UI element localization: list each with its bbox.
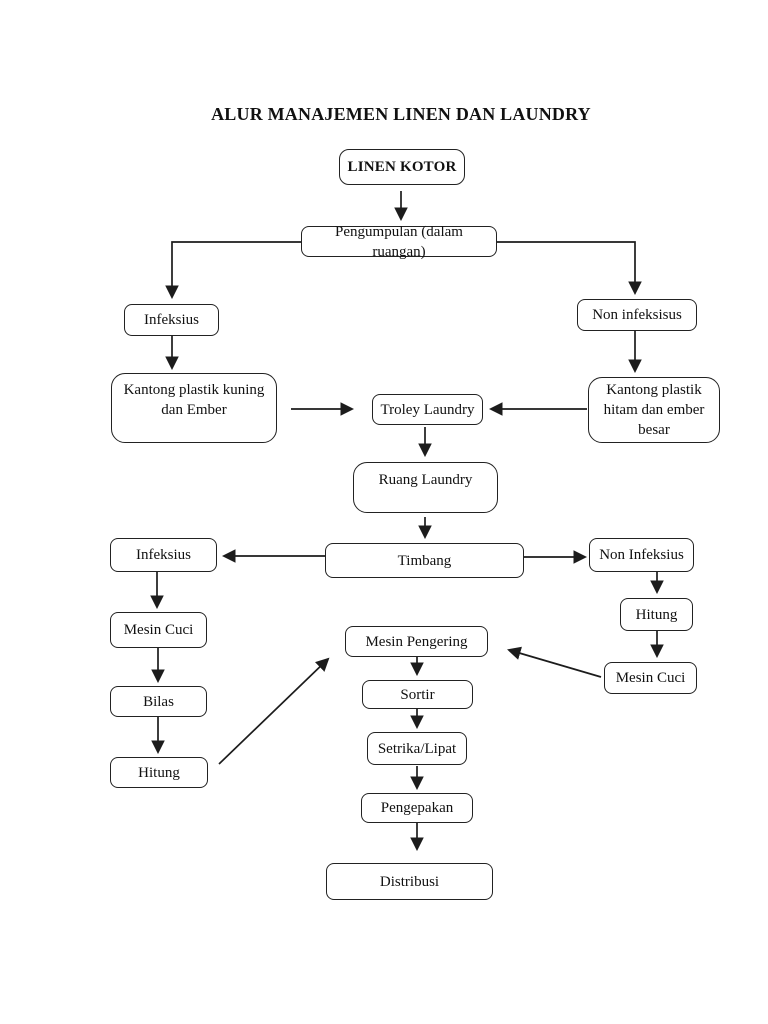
node-pengepakan: Pengepakan xyxy=(361,793,473,823)
node-mesin-cuci-left: Mesin Cuci xyxy=(110,612,207,648)
node-kantong-plastik-hitam: Kantong plastik hitam dan ember besar xyxy=(588,377,720,443)
diagram-title: ALUR MANAJEMEN LINEN DAN LAUNDRY xyxy=(211,104,591,124)
node-ruang-laundry: Ruang Laundry xyxy=(353,462,498,513)
node-linen-kotor: LINEN KOTOR xyxy=(339,149,465,185)
edge-pengumpulan-noninfeksisus xyxy=(497,241,642,296)
node-timbang: Timbang xyxy=(325,543,524,578)
node-pengumpulan: Pengumpulan (dalam ruangan) xyxy=(301,224,497,260)
edge-hitung-mesinpengering xyxy=(218,657,330,765)
node-mesin-cuci-right: Mesin Cuci xyxy=(604,662,697,694)
node-distribusi: Distribusi xyxy=(326,863,493,900)
edge-pengumpulan-infeksius xyxy=(165,241,301,300)
node-hitung-right: Hitung xyxy=(620,598,693,631)
node-infeksius-mid: Infeksius xyxy=(110,538,217,572)
edge-mesincuciright-mesinpengering xyxy=(507,646,602,678)
node-mesin-pengering: Mesin Pengering xyxy=(345,626,488,657)
node-bilas: Bilas xyxy=(110,686,207,717)
node-hitung-left: Hitung xyxy=(110,757,208,788)
node-non-infeksisus: Non infeksisus xyxy=(577,299,697,331)
node-sortir: Sortir xyxy=(362,680,473,709)
node-non-infeksius-mid: Non Infeksius xyxy=(589,538,694,572)
node-troley-laundry: Troley Laundry xyxy=(372,394,483,425)
node-setrika-lipat: Setrika/Lipat xyxy=(367,732,467,765)
node-infeksius-top: Infeksius xyxy=(124,304,219,336)
node-kantong-plastik-kuning: Kantong plastik kuning dan Ember xyxy=(111,373,277,443)
